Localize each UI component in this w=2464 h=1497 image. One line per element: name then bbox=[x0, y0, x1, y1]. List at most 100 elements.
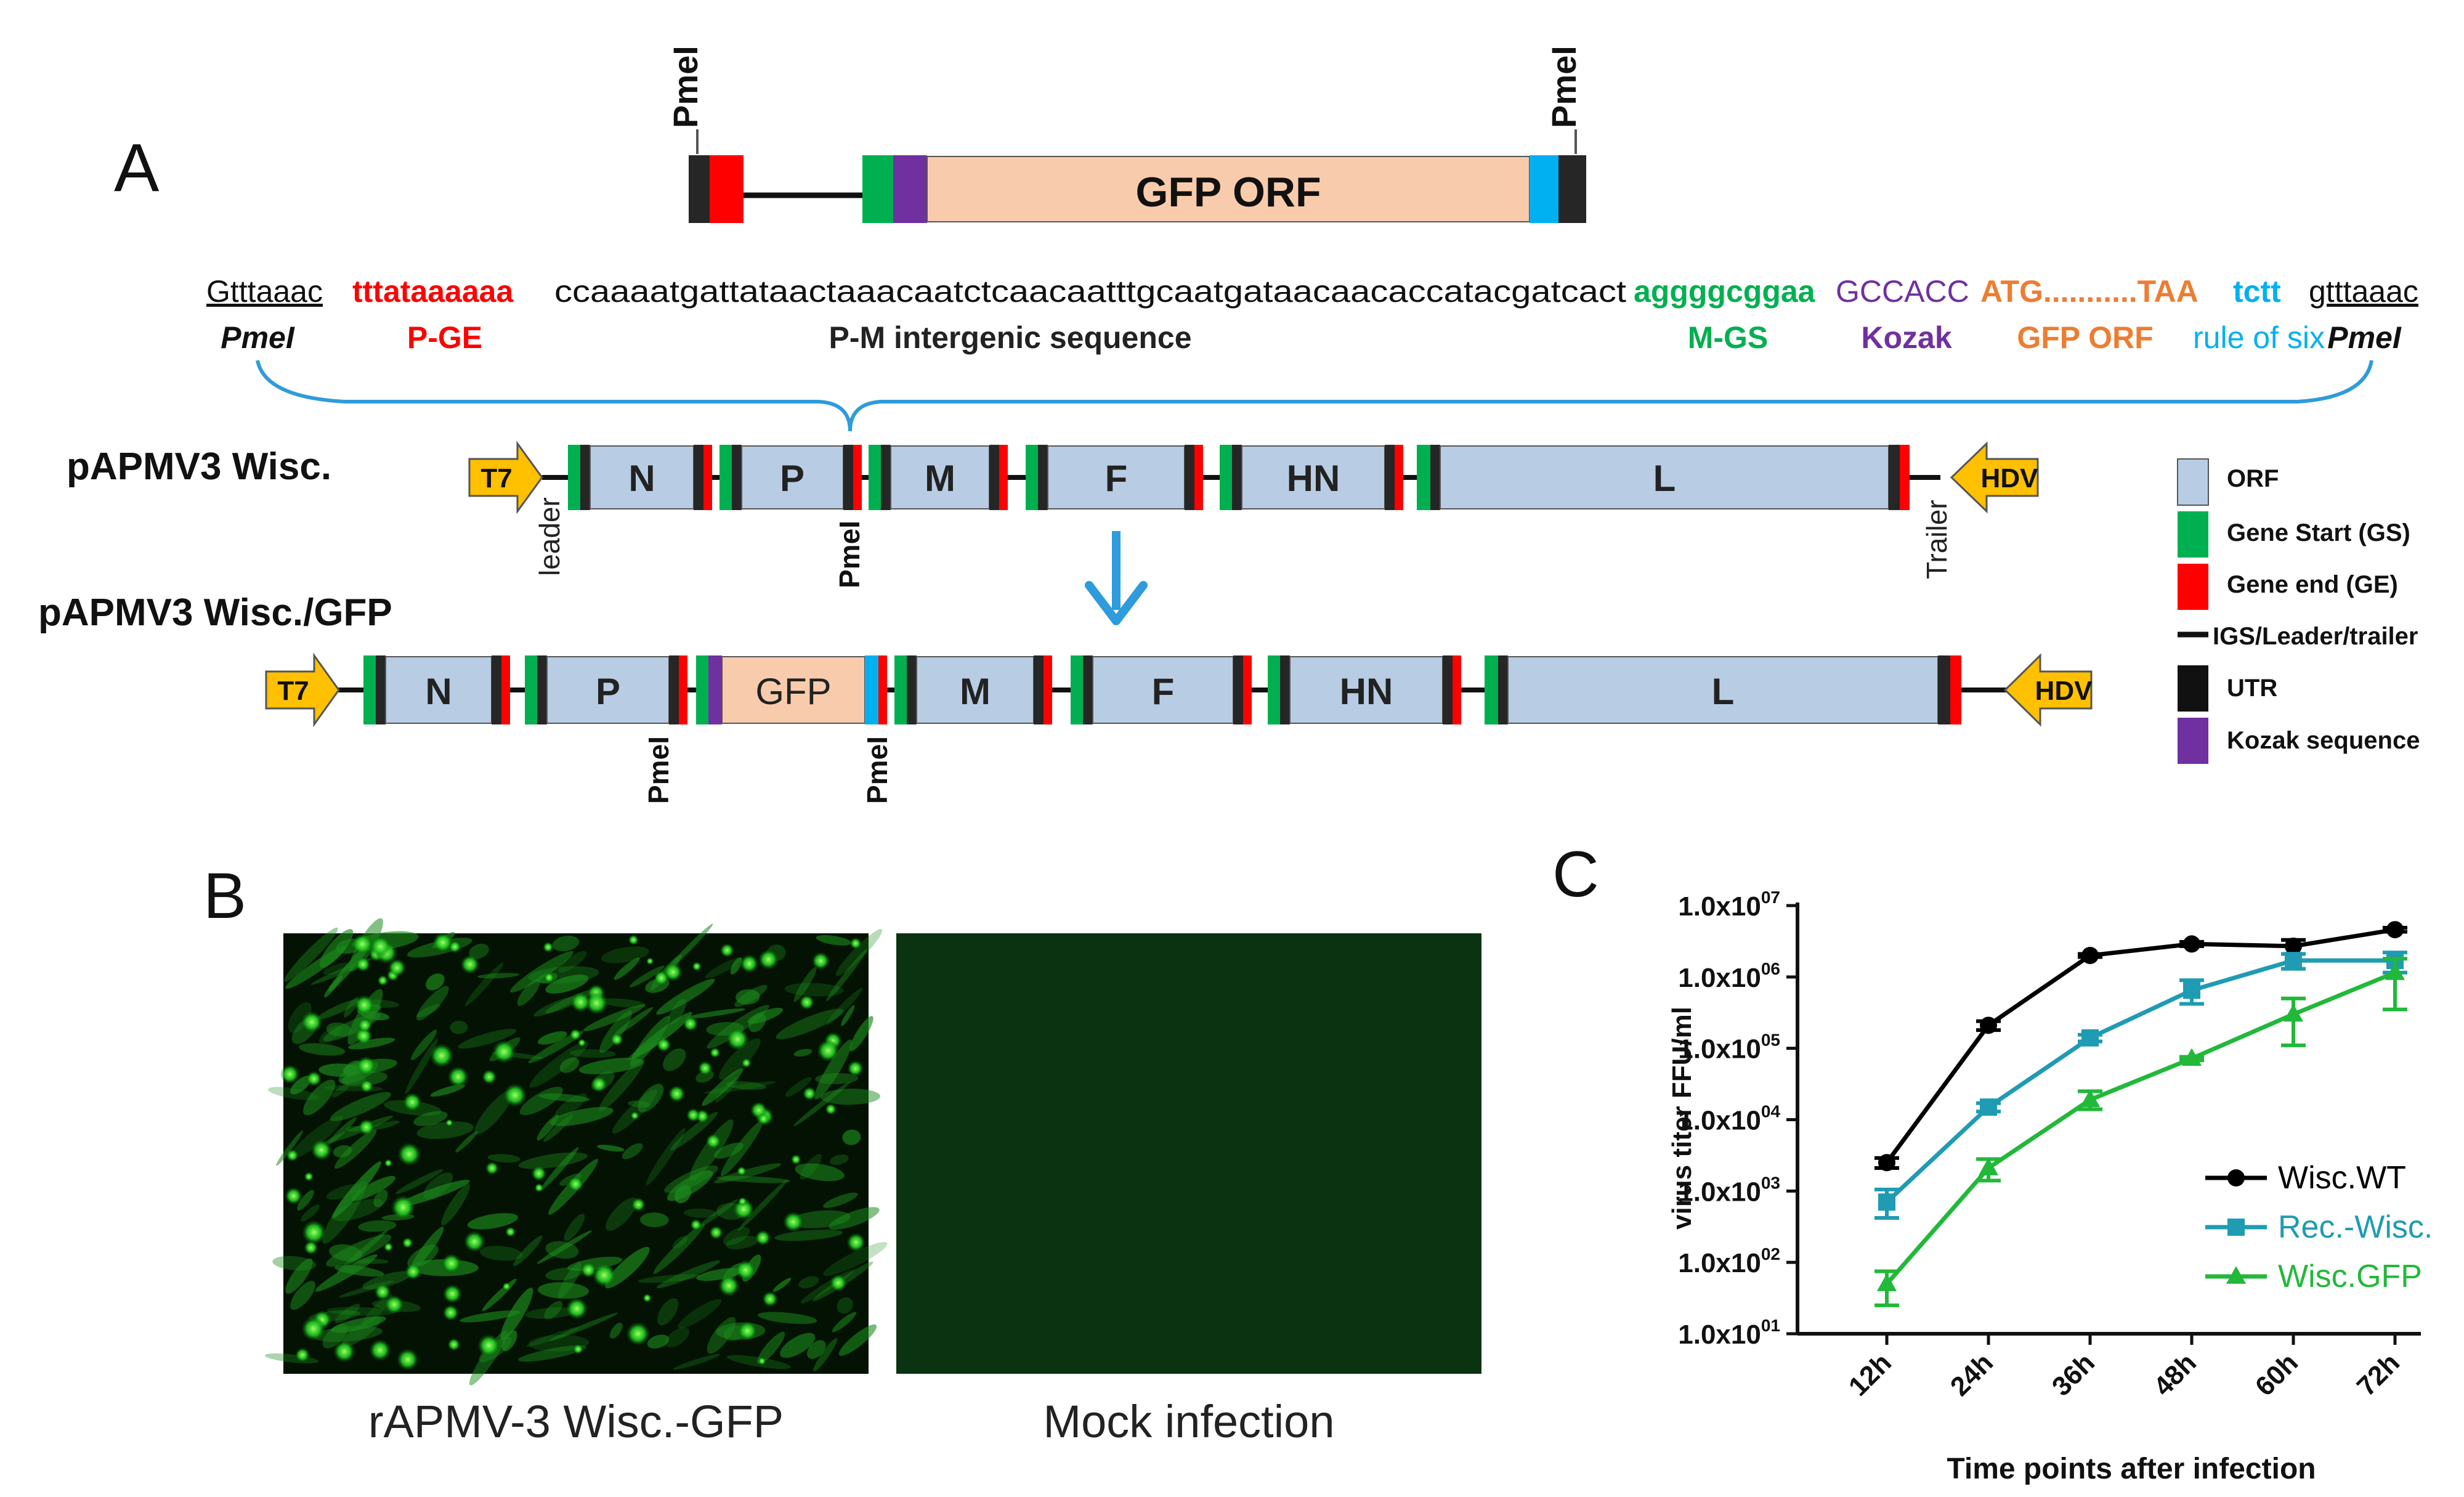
data-point bbox=[2386, 921, 2404, 939]
gfp-cell bbox=[333, 1340, 356, 1363]
gfp-cell bbox=[758, 949, 779, 970]
cell-fiber bbox=[832, 1312, 857, 1333]
panel-label-a: A bbox=[114, 130, 160, 206]
gfp-cell bbox=[405, 1263, 422, 1280]
cell-fiber bbox=[678, 1299, 722, 1329]
cell-fiber bbox=[529, 1041, 588, 1088]
cell-fiber bbox=[758, 1312, 817, 1325]
cell-fiber bbox=[793, 967, 817, 1002]
cell-fiber bbox=[841, 1005, 855, 1026]
cell-fiber bbox=[646, 1128, 686, 1186]
caption-mock: Mock infection bbox=[1044, 1396, 1335, 1447]
seq-pmei-right: gtttaaac bbox=[2309, 274, 2418, 309]
insertion-brace bbox=[256, 360, 2373, 432]
cell-fiber bbox=[772, 1278, 792, 1292]
cell-fiber bbox=[663, 923, 713, 974]
cell-fiber bbox=[517, 978, 540, 1006]
cell-fiber bbox=[477, 973, 519, 979]
cell-fiber bbox=[730, 957, 742, 975]
y-axis-label: virus titer FFU/ml bbox=[1667, 1007, 1697, 1230]
cell-fiber bbox=[599, 1010, 633, 1053]
cell-fiber bbox=[564, 1214, 585, 1241]
data-point bbox=[1876, 1273, 1897, 1291]
cell-fiber bbox=[341, 1316, 381, 1347]
gfp-gene-hn: HN bbox=[1340, 671, 1393, 712]
series-line bbox=[1885, 970, 2396, 1286]
gfp-cell bbox=[565, 1297, 588, 1320]
cell-fiber bbox=[285, 946, 347, 989]
cell-fiber bbox=[638, 1084, 664, 1113]
seq-intergenic: ccaaaatgattataactaaacaatctcaacaatttgcaat… bbox=[554, 274, 1626, 309]
legend-entry: Wisc.GFP bbox=[2278, 1259, 2422, 1294]
cell-fiber bbox=[510, 951, 573, 993]
data-point bbox=[2285, 952, 2302, 970]
cell-fiber bbox=[612, 1007, 654, 1037]
gfp-cell bbox=[790, 1154, 801, 1165]
gfp-cell bbox=[825, 1103, 837, 1115]
gfp-cell bbox=[758, 1357, 766, 1365]
cell-fiber bbox=[537, 1282, 589, 1299]
gfp-cell bbox=[642, 1293, 652, 1303]
data-point bbox=[1978, 1158, 1999, 1175]
cell-fiber bbox=[707, 1005, 769, 1049]
seq-mgs: aggggcggaa bbox=[1634, 274, 1816, 309]
cell-fiber bbox=[609, 1323, 623, 1339]
cell-fiber bbox=[317, 999, 360, 1020]
label-intergenic: P-M intergenic sequence bbox=[829, 320, 1191, 355]
cell-fiber bbox=[784, 983, 844, 997]
gfp-cell bbox=[719, 943, 734, 958]
gfp-cell bbox=[626, 1321, 650, 1346]
cell-fiber bbox=[559, 1057, 580, 1073]
gfp-cell bbox=[441, 1253, 461, 1273]
cell-fiber bbox=[816, 935, 852, 946]
cell-fiber bbox=[370, 1121, 400, 1130]
series-line bbox=[1885, 958, 2395, 1204]
label-mgs: M-GS bbox=[1688, 320, 1769, 355]
cell-fiber bbox=[538, 1093, 590, 1102]
wt-gene-n: N bbox=[628, 458, 655, 499]
data-point bbox=[1878, 1193, 1895, 1211]
cell-fiber bbox=[596, 1145, 625, 1152]
cell-fiber bbox=[622, 1143, 643, 1159]
x-axis-label: Time points after infection bbox=[1947, 1453, 2316, 1485]
gfp-gene-f: F bbox=[1152, 671, 1175, 712]
cell-fiber bbox=[657, 1260, 721, 1289]
label-pmei-left: PmeI bbox=[221, 320, 295, 355]
leader-label: leader bbox=[533, 497, 565, 576]
cell-fiber bbox=[838, 1324, 877, 1356]
series-line bbox=[1885, 927, 2396, 1164]
gfp-cell bbox=[816, 1039, 840, 1062]
cell-fiber bbox=[557, 1262, 582, 1299]
cell-fiber bbox=[793, 1049, 813, 1057]
cell-fiber bbox=[638, 1274, 701, 1283]
gfp-cell bbox=[580, 1262, 597, 1278]
data-point bbox=[1980, 1098, 1997, 1116]
data-point bbox=[1878, 1154, 1895, 1172]
gfp-cell bbox=[811, 952, 830, 970]
gfp-cell bbox=[503, 1083, 527, 1108]
cell-fiber bbox=[513, 1235, 543, 1267]
cell-fiber bbox=[707, 1316, 736, 1354]
data-point bbox=[2081, 1029, 2099, 1047]
cell-fiber bbox=[713, 1163, 782, 1183]
gfp-cell bbox=[802, 1086, 817, 1101]
cell-fiber bbox=[413, 1111, 448, 1126]
cell-fiber bbox=[653, 1223, 705, 1274]
gfp-cell bbox=[369, 1339, 391, 1361]
cell-fiber bbox=[441, 1183, 470, 1226]
cell-fiber bbox=[837, 1297, 853, 1314]
cell-fiber bbox=[326, 1022, 352, 1037]
gfp-cell bbox=[387, 959, 407, 977]
gfp-cell bbox=[577, 1038, 586, 1047]
gfp-gene-p: P bbox=[596, 671, 620, 712]
construct-wt-name: pAPMV3 Wisc. bbox=[67, 445, 331, 488]
cell-fiber bbox=[405, 1038, 438, 1094]
cell-fiber bbox=[517, 1345, 586, 1362]
seq-rule: tctt bbox=[2233, 274, 2281, 309]
legend-entry: Rec.-Wisc. bbox=[2278, 1209, 2433, 1245]
cell-fiber bbox=[849, 1016, 873, 1052]
cell-fiber bbox=[426, 973, 445, 991]
gfp-gene-gfp: GFP bbox=[755, 671, 831, 712]
construct-gfp: T7 HDV N P GFP M F HN bbox=[265, 652, 2093, 804]
data-point bbox=[2081, 946, 2099, 964]
